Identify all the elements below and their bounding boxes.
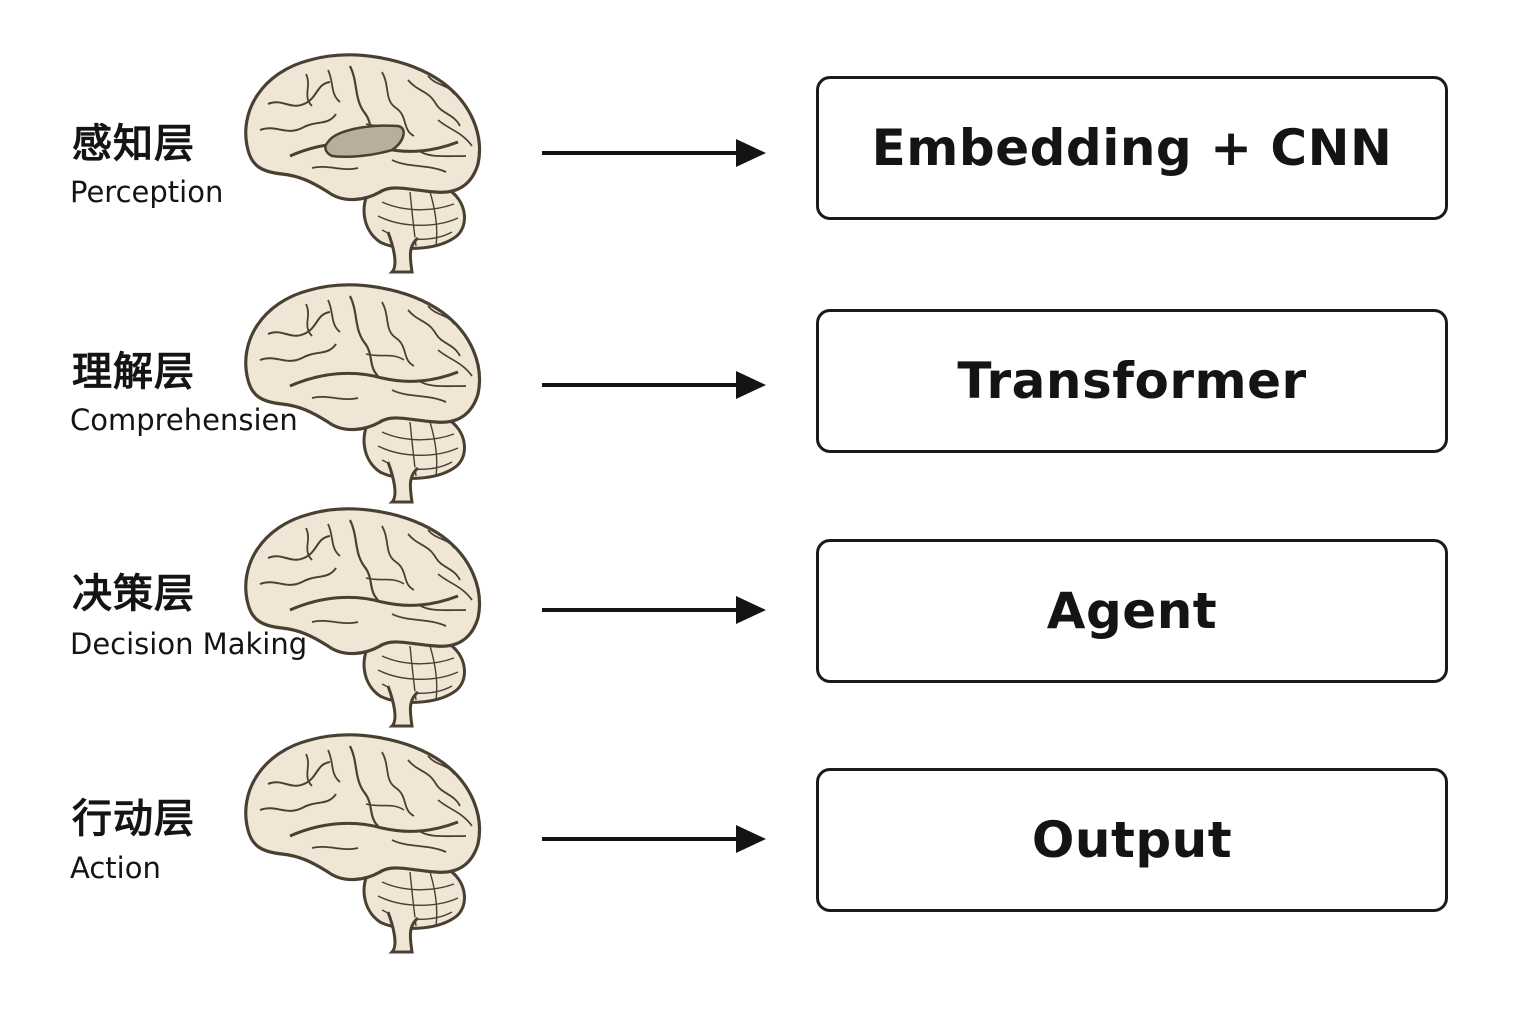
module-label: Transformer: [957, 352, 1307, 410]
layer-label-en: Comprehensien: [70, 403, 298, 437]
module-label: Agent: [1046, 582, 1218, 640]
brain-icon: [244, 53, 482, 274]
highlighted-region: [324, 124, 405, 158]
layer-label-en: Decision Making: [70, 627, 308, 661]
layer-label-en: Action: [70, 851, 161, 885]
module-label: Output: [1031, 811, 1233, 869]
brain-icon: [244, 283, 482, 504]
layer-row-decision-making: 决策层 Decision Making Agent: [0, 0, 1536, 728]
module-box: Embedding + CNN: [816, 76, 1448, 220]
layer-row-action: 行动层 Action Output: [0, 0, 1536, 954]
right-arrow-icon: [542, 825, 766, 853]
right-arrow-icon: [542, 596, 766, 624]
brain-icon: [244, 507, 482, 728]
module-box: Agent: [816, 539, 1448, 683]
right-arrow-icon: [542, 139, 766, 167]
brain-icon: [244, 733, 482, 954]
module-box: Transformer: [816, 309, 1448, 453]
layer-label-cn: 感知层: [72, 121, 195, 167]
layer-row-comprehension: 理解层 Comprehensien Transformer: [0, 0, 1536, 504]
layer-label-cn: 行动层: [72, 796, 195, 842]
layer-row-perception: 感知层 Perception Embedding + CNN: [0, 0, 1536, 274]
right-arrow-icon: [542, 371, 766, 399]
module-box: Output: [816, 768, 1448, 912]
layer-label-cn: 决策层: [72, 571, 195, 617]
layer-label-cn: 理解层: [72, 349, 195, 395]
module-label: Embedding + CNN: [871, 119, 1393, 177]
layer-label-en: Perception: [70, 175, 224, 209]
